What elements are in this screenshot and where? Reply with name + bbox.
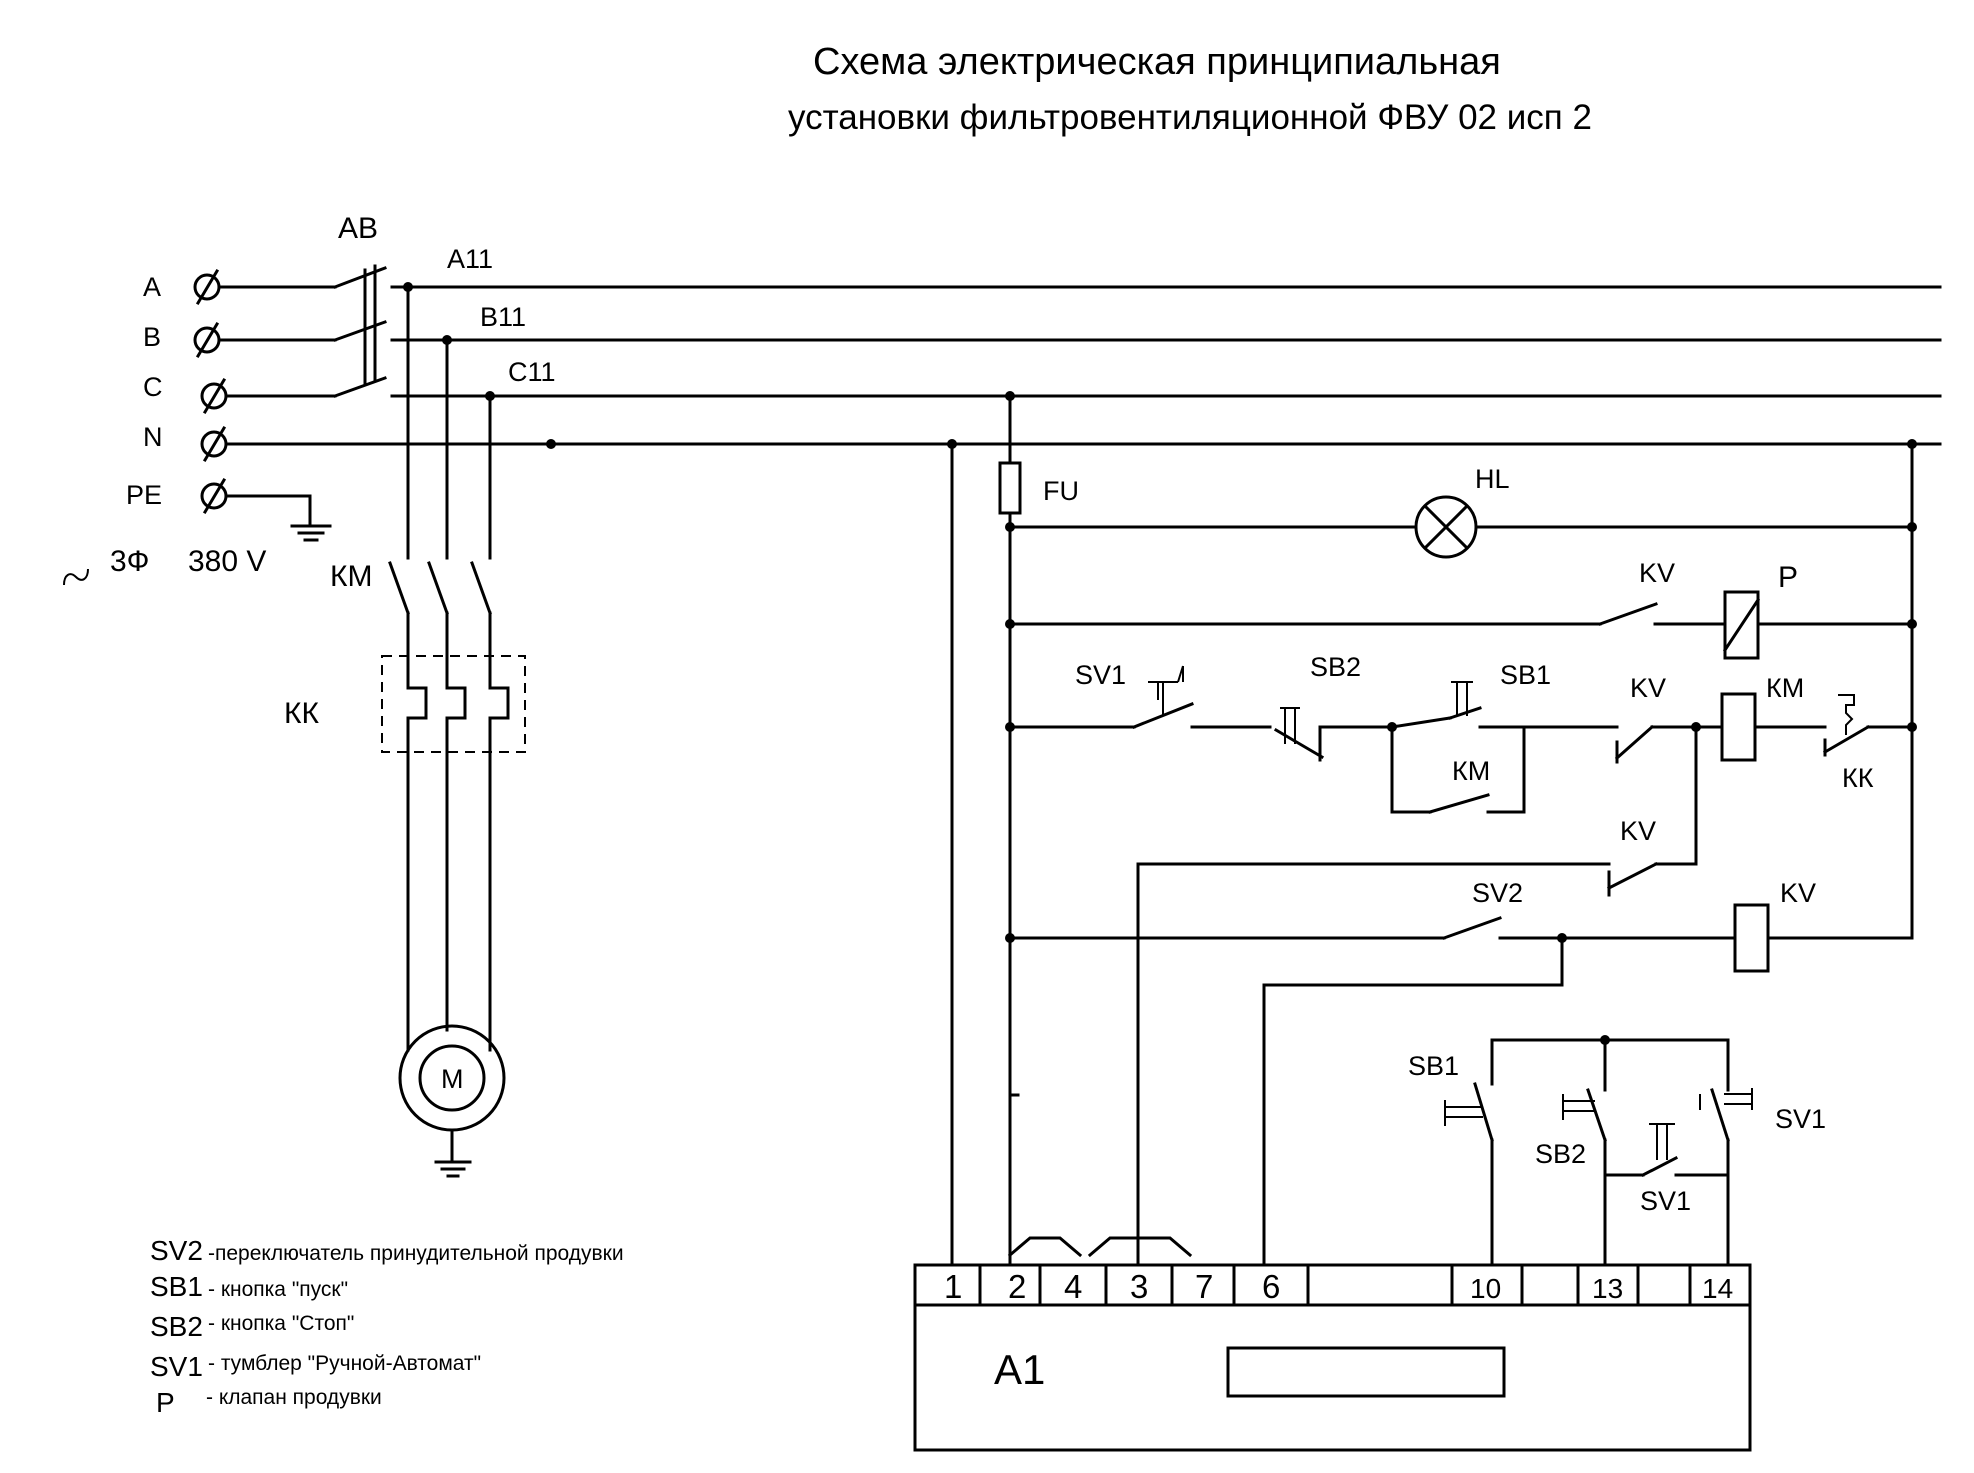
aux-sb2-button-icon [1562,1094,1595,1120]
sb1-label: SB1 [1500,660,1551,690]
sb1-button-icon [1390,681,1482,729]
terminal-14: 14 [1702,1273,1733,1304]
kv-contact-2-label: KV [1630,673,1666,703]
aux-sb1-label: SB1 [1408,1051,1459,1081]
controller-label: A1 [994,1346,1045,1393]
lamp-icon [1414,495,1478,559]
sv1-label: SV1 [1075,660,1126,690]
control-circuit: FU HL KV P [947,391,1917,1267]
legend-key-sb2: SB2 [150,1311,203,1342]
terminal-6: 6 [1262,1268,1280,1305]
phase-label-a: A [143,272,161,302]
controller-display [1226,1346,1506,1398]
terminal-13: 13 [1592,1273,1623,1304]
aux-sv1-bottom-switch-icon [1649,1123,1675,1160]
sb2-button-icon [1273,707,1325,762]
legend-text-sb1: - кнопка "пуск" [208,1278,348,1301]
terminal-10: 10 [1470,1273,1501,1304]
motor-label: M [441,1064,464,1094]
phase-label-c: C [143,372,163,402]
controller-body [913,1263,1752,1452]
thermal-relay-box [381,655,526,753]
valve-coil-icon [1722,590,1761,660]
sv2-label: SV2 [1472,878,1523,908]
kv-coil-icon [1733,903,1770,973]
ground-icon [290,494,332,542]
terminal-7: 7 [1195,1268,1213,1305]
schematic-subtitle: установки фильтровентиляционной ФВУ 02 и… [788,98,1592,137]
supply-terminals: A B C N PE [63,268,337,586]
motor-icon: M [398,1024,506,1132]
bus-label-a11: A11 [447,244,493,274]
legend-key-sb1: SB1 [150,1271,203,1302]
legend-text-sv2: -переключатель принудительной продувки [208,1242,624,1265]
terminal-n-icon [200,425,228,463]
terminal-4: 4 [1064,1268,1082,1305]
terminal-2: 2 [1008,1268,1026,1305]
legend-key-sv2: SV2 [150,1235,203,1266]
aux-sv1-bottom-label: SV1 [1640,1186,1691,1216]
kv-contact-3-label: KV [1620,816,1656,846]
thermal-relay-label: КК [284,697,319,730]
bus-label-b11: B11 [480,302,526,332]
circuit-breaker: АВ [333,212,387,398]
legend-text-sv1: - тумблер "Ручной-Автомат" [208,1352,481,1375]
phase-label-n: N [143,422,163,452]
legend-key-p: P [156,1387,175,1418]
aux-sb1-button-icon [1444,1100,1483,1126]
km-coil-label: КМ [1766,673,1804,703]
motor-ground-icon [434,1128,472,1178]
controller-a1: 1 2 4 3 7 6 10 13 14 A1 [913,1236,1752,1452]
supply-type: 3Ф [110,545,150,578]
terminal-1: 1 [944,1268,962,1305]
breaker-label: АВ [338,212,378,245]
bus-label-c11: C11 [508,357,556,387]
supply-voltage: 380 V [188,545,266,578]
terminal-a-icon [193,268,221,306]
ac-symbol-icon [63,568,89,586]
fuse-label: FU [1043,476,1079,506]
kk-contact-label: КК [1842,763,1874,793]
fuse-icon [998,461,1022,515]
kv-contact-1-label: KV [1639,558,1675,588]
aux-sv1-switch-icon [1699,1088,1753,1110]
aux-sv1-right-label: SV1 [1775,1104,1826,1134]
legend-text-sb2: - кнопка "Стоп" [208,1312,354,1335]
sb2-label: SB2 [1310,652,1361,682]
terminal-c-icon [200,377,228,415]
schematic-title: Схема электрическая принципиальная [813,41,1501,83]
kv-coil-label: KV [1780,878,1816,908]
aux-panel: SB1 SB2 SV1 SV1 [1408,1035,1826,1267]
valve-label: P [1778,561,1798,594]
legend: SV2 -переключатель принудительной продув… [150,1235,624,1418]
phase-label-pe: PE [126,480,162,510]
terminal-3: 3 [1130,1268,1148,1305]
terminal-b-icon [193,321,221,359]
contactor-label: КМ [330,560,372,593]
aux-sb2-label: SB2 [1535,1139,1586,1169]
terminal-pe-icon [200,477,228,515]
legend-key-sv1: SV1 [150,1351,203,1382]
busbars: A11 B11 C11 [226,244,1942,449]
sv1-contact-icon [1132,665,1194,729]
km-coil-icon [1720,692,1757,762]
legend-text-p: - клапан продувки [206,1386,382,1409]
kk-contact-icon [1822,694,1871,757]
power-circuit: КМ КК M [284,285,526,1178]
lamp-label: HL [1475,464,1510,494]
km-hold-label: КМ [1452,756,1490,786]
phase-label-b: B [143,322,161,352]
